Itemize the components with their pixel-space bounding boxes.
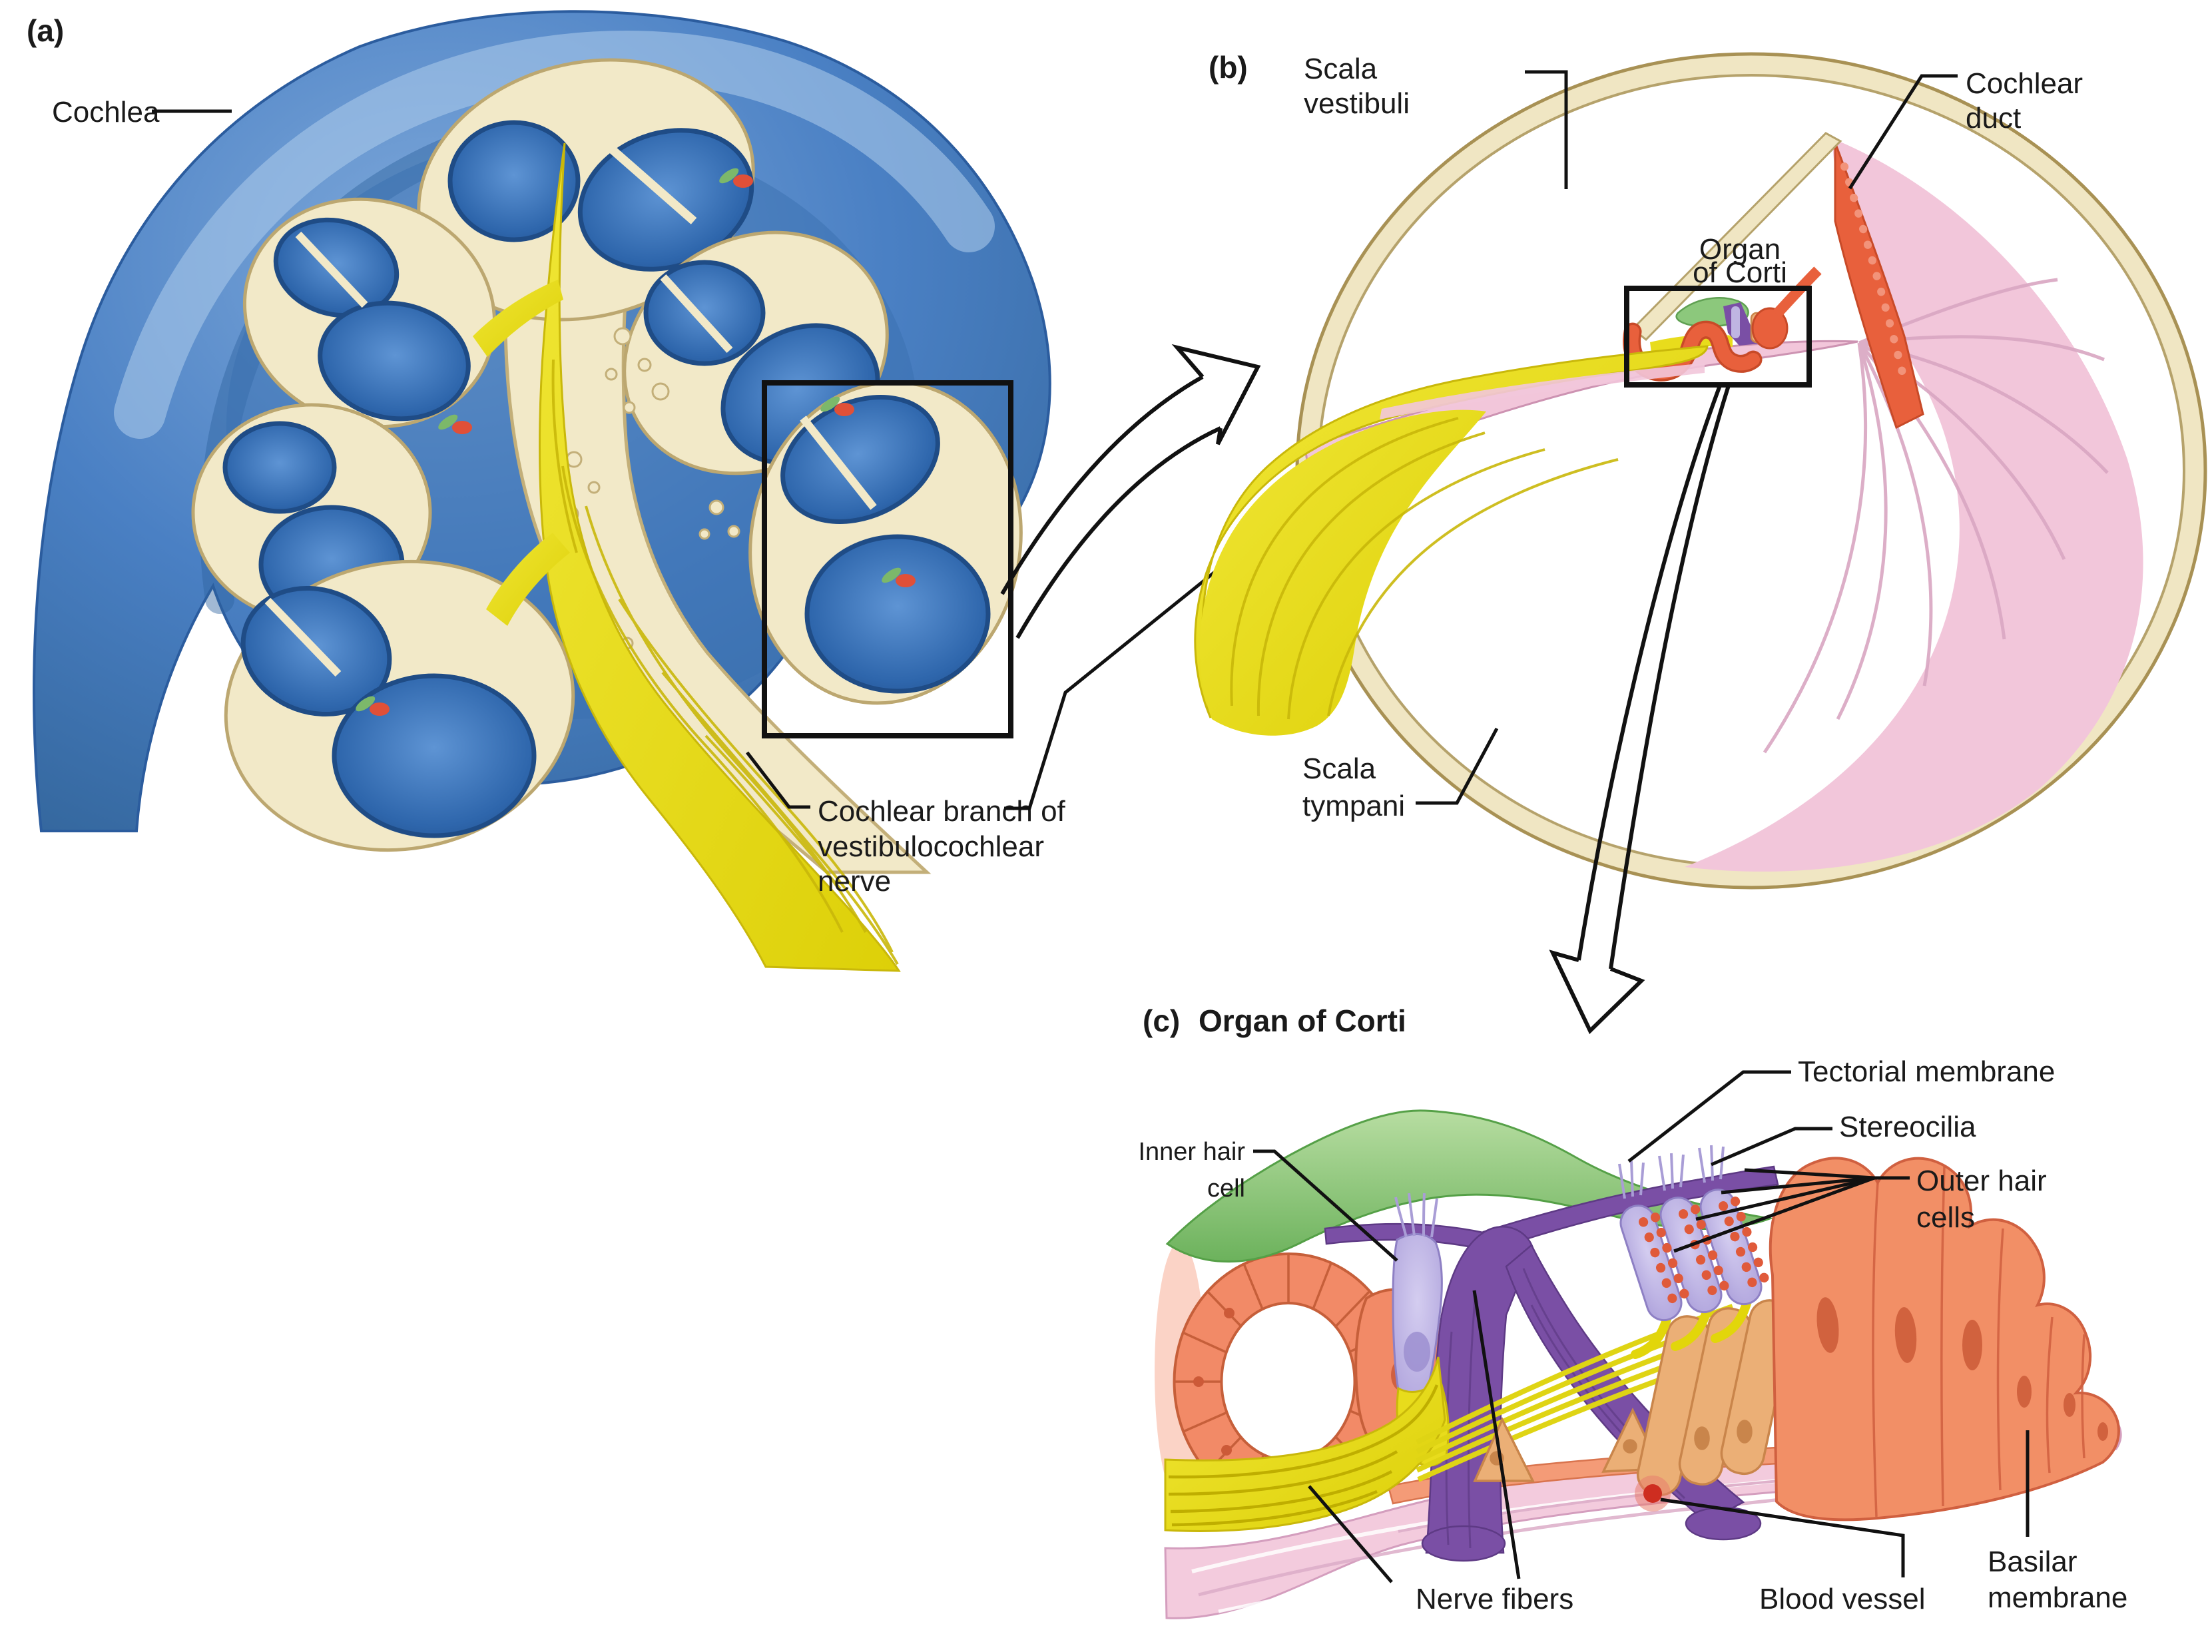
organ-of-corti-b-label: of Corti [1693, 256, 1787, 289]
turn-septum [599, 138, 697, 224]
organ-of-corti-b-label: Organ [1699, 233, 1781, 266]
turn-chamber [804, 534, 991, 694]
mini-outer-cells [1751, 307, 1789, 350]
panel-a-tag: (a) [27, 13, 64, 48]
cochlear-nerve-a [473, 142, 901, 972]
turn-chamber [318, 300, 471, 421]
scala-tympani-leader [1416, 727, 1499, 805]
panel-a-cochlea-illustration: (a) Cochlea Cochlear branch of vestibulo… [27, 10, 1225, 972]
tectorial-membrane [1165, 1109, 1774, 1263]
cochlear-branch-label: vestibulocochlear [818, 830, 1044, 863]
turn-chamber [447, 120, 581, 242]
cochlear-turns [191, 58, 1023, 852]
outer-hair-cells-leader-fan [1673, 1168, 1910, 1253]
stereocilia-label: Stereocilia [1839, 1111, 1976, 1143]
blood-vessel [1635, 1476, 1671, 1512]
turn-septum [295, 231, 368, 308]
spiral-ligament [1685, 138, 2143, 872]
ohc-red-cores [1639, 1197, 1772, 1311]
turn-chamber [332, 673, 537, 838]
cochlear-branch-label: Cochlear branch of [818, 795, 1066, 828]
arrow-b-to-c [1549, 384, 1731, 1035]
blood-vessel-label: Blood vessel [1759, 1583, 1925, 1615]
tectorial-membrane-leader [1627, 1070, 1791, 1163]
pillar-base-left [1421, 1525, 1506, 1562]
blood-vessel-leader [1660, 1498, 1905, 1577]
cochlear-branch-label: nerve [818, 865, 891, 898]
cochlear-branch-leader-right [1004, 563, 1225, 810]
scala-tympani-label: Scala [1302, 752, 1376, 785]
ohc-stereocilia [1618, 1145, 1725, 1199]
turn-septum [660, 274, 733, 354]
cochlea-highlight [114, 31, 995, 439]
panel-c-title: Organ of Corti [1199, 1003, 1406, 1038]
turn-chamber [222, 421, 337, 514]
mini-hair-lavender [1731, 306, 1740, 338]
scala-vestibuli-label: Scala [1304, 53, 1378, 85]
ihc-nucleus [1404, 1332, 1430, 1372]
tectorial-membrane-label: Tectorial membrane [1798, 1055, 2055, 1088]
scala-tympani-label: tympani [1302, 790, 1405, 822]
panel-b-inset-box [1624, 286, 1812, 388]
stereocilia-leader [1711, 1127, 1832, 1167]
scala-vestibuli-label: vestibuli [1304, 87, 1410, 120]
panel-b-cross-section: (b) Scala vestibuli Cochlear duct Organ … [1194, 50, 2207, 890]
inner-hair-cell-label: Inner hair [1138, 1138, 1245, 1166]
ihc-stereocilia [1394, 1193, 1438, 1238]
panel-a-inset-box [762, 380, 1013, 738]
arrow-a-to-b [1000, 344, 1261, 639]
panel-c-organ-of-corti: (c) Organ of Corti Tectorial membrane St… [1138, 1003, 2127, 1619]
panel-c-tag: (c) [1143, 1003, 1180, 1038]
outer-hair-cells-label: cells [1916, 1201, 1975, 1234]
nerve-fibers-leader-2 [1472, 1290, 1521, 1579]
cochlear-branch-leader-left [746, 751, 810, 809]
inner-hair-cell-leader [1253, 1149, 1398, 1262]
inner-hair-cell-label: cell [1207, 1175, 1245, 1203]
panel-b-tag: (b) [1209, 50, 1248, 85]
cochlea-label: Cochlea [52, 96, 160, 129]
hensen-cell-mass [1769, 1157, 2120, 1521]
basilar-membrane-label: Basilar [1988, 1545, 2077, 1578]
turn-septum [800, 415, 877, 510]
stria-texture [1840, 162, 1910, 390]
ohc-nerve-tails [1631, 1296, 1752, 1359]
cochlear-nerve-b [1194, 345, 1709, 736]
nerve-fibers-label: Nerve fibers [1416, 1583, 1573, 1615]
outer-hair-cells [1618, 1145, 1772, 1359]
outer-hair-cells-label: Outer hair [1916, 1165, 2047, 1197]
basilar-membrane-label: membrane [1988, 1581, 2127, 1614]
cochlear-duct-leader [1848, 74, 1958, 190]
cochlear-duct-label: duct [1966, 102, 2021, 135]
scala-vestibuli-bracket [1525, 70, 1568, 189]
mini-organ-markers [356, 168, 916, 716]
cochlear-duct-label: Cochlear [1966, 67, 2083, 100]
turn-septum [264, 597, 342, 677]
nerve-fibers-leader-1 [1308, 1485, 1393, 1583]
